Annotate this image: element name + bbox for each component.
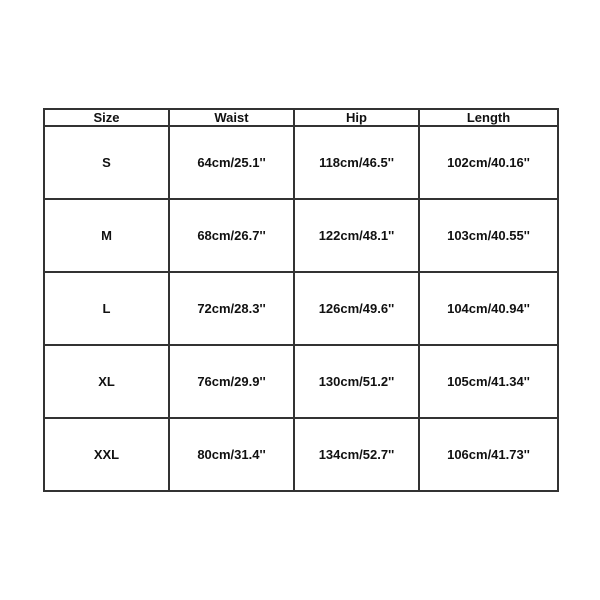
waist-cell: 72cm/28.3'' — [168, 271, 295, 346]
size-cell: XXL — [43, 417, 170, 492]
table-row: M 68cm/26.7'' 122cm/48.1'' 103cm/40.55'' — [43, 198, 559, 273]
header-hip: Hip — [293, 108, 420, 127]
size-cell: L — [43, 271, 170, 346]
table-row: L 72cm/28.3'' 126cm/49.6'' 104cm/40.94'' — [43, 271, 559, 346]
table-row: S 64cm/25.1'' 118cm/46.5'' 102cm/40.16'' — [43, 125, 559, 200]
length-cell: 103cm/40.55'' — [418, 198, 559, 273]
size-chart-table: Size Waist Hip Length S 64cm/25.1'' 118c… — [43, 108, 559, 492]
header-row: Size Waist Hip Length — [43, 108, 559, 127]
header-length: Length — [418, 108, 559, 127]
length-cell: 106cm/41.73'' — [418, 417, 559, 492]
length-cell: 104cm/40.94'' — [418, 271, 559, 346]
waist-cell: 80cm/31.4'' — [168, 417, 295, 492]
header-waist: Waist — [168, 108, 295, 127]
hip-cell: 126cm/49.6'' — [293, 271, 420, 346]
size-cell: S — [43, 125, 170, 200]
header-size: Size — [43, 108, 170, 127]
size-cell: M — [43, 198, 170, 273]
waist-cell: 76cm/29.9'' — [168, 344, 295, 419]
waist-cell: 68cm/26.7'' — [168, 198, 295, 273]
waist-cell: 64cm/25.1'' — [168, 125, 295, 200]
length-cell: 102cm/40.16'' — [418, 125, 559, 200]
hip-cell: 134cm/52.7'' — [293, 417, 420, 492]
length-cell: 105cm/41.34'' — [418, 344, 559, 419]
hip-cell: 130cm/51.2'' — [293, 344, 420, 419]
size-cell: XL — [43, 344, 170, 419]
table-row: XXL 80cm/31.4'' 134cm/52.7'' 106cm/41.73… — [43, 417, 559, 492]
hip-cell: 122cm/48.1'' — [293, 198, 420, 273]
table-row: XL 76cm/29.9'' 130cm/51.2'' 105cm/41.34'… — [43, 344, 559, 419]
hip-cell: 118cm/46.5'' — [293, 125, 420, 200]
